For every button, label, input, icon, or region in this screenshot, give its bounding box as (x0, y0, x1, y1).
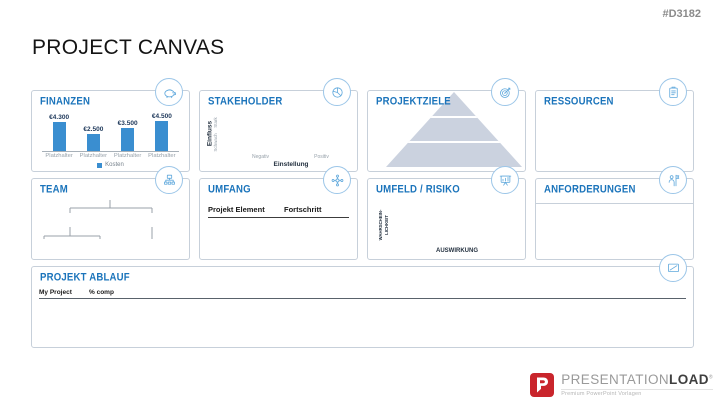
finanzen-category-labels: Platzhalter Platzhalter Platzhalter Platzha… (42, 153, 179, 159)
sitemap-icon (323, 166, 351, 194)
panel-title-projekt-ablauf: PROJEKT ABLAUF (40, 272, 130, 284)
slide-code: #D3182 (662, 8, 701, 20)
panel-title-umfeld-risiko: UMFELD / RISIKO (376, 184, 460, 196)
umfang-table-header: Projekt Element Fortschritt (208, 205, 349, 218)
bar-category-label: Platzhalter (45, 153, 73, 159)
stakeholder-matrix (230, 114, 352, 152)
panel-projektziele: PROJEKTZIELE (367, 78, 526, 172)
legend-label: Kosten (105, 162, 124, 168)
gantt-table: My Project % comp (39, 287, 686, 299)
pyramid-divider (386, 141, 522, 143)
finanzen-bar-group: €3.500 (118, 120, 138, 151)
panel-finanzen: FINANZEN €4.300 €2.500 €3.500 €4.500 Platzh… (31, 78, 190, 172)
anforderungen-list (536, 203, 693, 204)
panel-title-anforderungen: ANFORDERUNGEN (544, 184, 636, 196)
canvas-grid: FINANZEN €4.300 €2.500 €3.500 €4.500 Platzh… (31, 78, 694, 348)
umfang-col1-header: Projekt Element (208, 205, 265, 214)
bar (121, 128, 135, 151)
panel-stakeholder: STAKEHOLDER Einfluss Stark Schwach Negat… (199, 78, 358, 172)
pyramid-divider (386, 116, 522, 118)
bar-value-label: €2.500 (83, 126, 104, 133)
org-chart-icon (155, 166, 183, 194)
org-chart-lines (43, 200, 153, 239)
clipboard-icon (659, 78, 687, 106)
gantt-header-row: My Project % comp (39, 287, 686, 299)
finanzen-bar-group: €2.500 (83, 126, 103, 151)
panel-team: TEAM (31, 166, 190, 260)
stakeholder-y-bottom-label: Schwach (213, 133, 218, 152)
brand-tagline: Premium PowerPoint Vorlagen (561, 390, 642, 397)
stakeholder-x-left-label: Negativ (252, 154, 269, 160)
screen-icon (659, 254, 687, 282)
finanzen-legend: Kosten (32, 162, 189, 168)
finanzen-bar-chart: €4.300 €2.500 €3.500 €4.500 (42, 113, 179, 152)
panel-projekt-ablauf: PROJEKT ABLAUF My Project % comp (31, 254, 694, 348)
piggy-bank-icon (155, 78, 183, 106)
bar-value-label: €3.500 (117, 120, 138, 127)
board-icon (491, 166, 519, 194)
bar (52, 122, 66, 151)
brand-name: PRESENTATIONLOAD® (561, 373, 713, 390)
bar-category-label: Platzhalter (148, 153, 176, 159)
page-title: PROJECT CANVAS (32, 36, 225, 60)
panel-title-team: TEAM (40, 184, 68, 196)
panel-title-stakeholder: STAKEHOLDER (208, 96, 283, 108)
target-icon (491, 78, 519, 106)
panel-ressourcen: RESSOURCEN (535, 78, 694, 172)
panel-anforderungen: ANFORDERUNGEN (535, 166, 694, 260)
pie-chart-icon (323, 78, 351, 106)
panel-umfeld-risiko: UMFELD / RISIKO WAHRSCHEIN- LICHKEIT AUS… (367, 166, 526, 260)
bar (86, 134, 100, 151)
panel-title-projektziele: PROJEKTZIELE (376, 96, 451, 108)
panel-title-umfang: UMFANG (208, 184, 251, 196)
risk-matrix (398, 204, 516, 244)
risk-y-axis-label: WAHRSCHEIN- LICHKEIT (377, 209, 389, 241)
finanzen-bar-group: €4.300 (49, 114, 69, 151)
bar-category-label: Platzhalter (79, 153, 108, 159)
bar-value-label: €4.500 (151, 113, 172, 120)
panel-title-ressourcen: RESSOURCEN (544, 96, 614, 108)
bar-category-label: Platzhalter (113, 153, 142, 159)
person-flag-icon (659, 166, 687, 194)
panel-umfang: UMFANG Projekt Element Fortschritt (199, 166, 358, 260)
presentationload-logo-icon (530, 373, 555, 397)
matrix-cell (230, 114, 250, 123)
bar (155, 121, 169, 151)
gantt-project-column-header: My Project (39, 289, 72, 296)
stakeholder-y-top-label: Stark (213, 117, 218, 128)
finanzen-bar-group: €4.500 (152, 113, 172, 151)
stakeholder-x-axis-label: Einstellung (273, 161, 309, 168)
risk-x-axis-label: AUSWIRKUNG (436, 248, 478, 254)
legend-swatch (97, 162, 103, 168)
stakeholder-x-right-label: Positiv (314, 154, 329, 160)
bar-value-label: €4.300 (49, 114, 70, 121)
gantt-comp-column-header: % comp (89, 289, 114, 296)
panel-title-finanzen: FINANZEN (40, 96, 91, 108)
umfang-col2-header: Fortschritt (284, 205, 322, 214)
brand-logo: PRESENTATIONLOAD® Premium PowerPoint Vor… (529, 372, 713, 398)
